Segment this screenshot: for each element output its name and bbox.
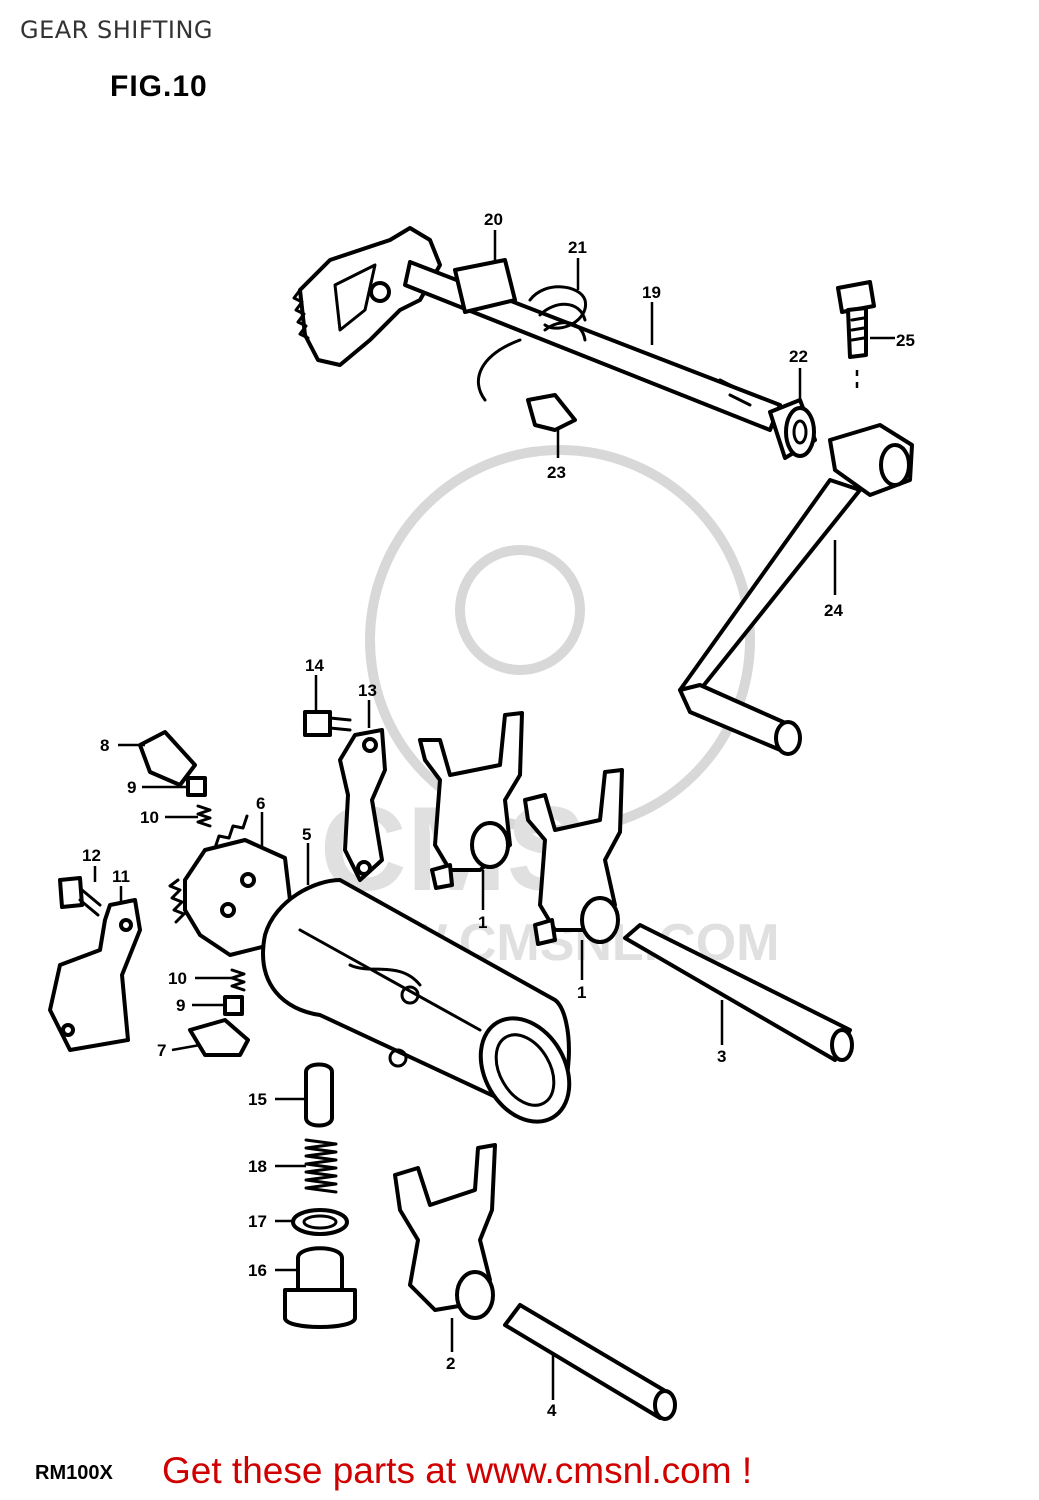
- pin-15: [304, 1062, 334, 1128]
- shift-lever-24: [678, 423, 914, 756]
- bush-20: [453, 258, 517, 314]
- model-code: RM100X: [35, 1462, 113, 1484]
- callout-12: 12: [82, 846, 101, 865]
- callout-2: 2: [446, 1354, 455, 1373]
- callout-15: 15: [248, 1090, 267, 1109]
- callout-11: 11: [112, 867, 130, 886]
- callout-1a: 1: [478, 913, 487, 932]
- stopper-8: [138, 730, 197, 787]
- page-title: GEAR SHIFTING: [20, 16, 214, 44]
- neutral-stack: [283, 1062, 357, 1329]
- fork-shaft-4: [503, 1303, 677, 1421]
- callout-6: 6: [256, 794, 265, 813]
- spring-10: [196, 804, 212, 828]
- shift-forks-1: [418, 711, 624, 946]
- gasket-17: [291, 1208, 349, 1236]
- bolt-25: [836, 280, 876, 392]
- callout-10a: 10: [140, 808, 159, 827]
- stopper-lower: [188, 968, 250, 1057]
- cmsnl-link[interactable]: Get these parts at www.cmsnl.com !: [162, 1450, 753, 1491]
- callout-3: 3: [717, 1047, 726, 1066]
- callout-8: 8: [100, 736, 109, 755]
- stopper-7: [188, 1018, 250, 1057]
- spring-18: [304, 1138, 338, 1194]
- bracket-11: [48, 876, 142, 1052]
- pin-9b: [223, 995, 244, 1016]
- watermark-face: [455, 545, 585, 675]
- callout-4: 4: [547, 1401, 557, 1420]
- shift-shaft-assembly: [292, 226, 782, 432]
- plug-16: [296, 1246, 344, 1292]
- callout-10b: 10: [168, 969, 187, 988]
- leader-lines: [93, 230, 895, 1400]
- fork-shaft-3: [623, 923, 854, 1062]
- figure-label: FIG.10: [110, 70, 208, 103]
- sector-cutout: [333, 263, 377, 332]
- callout-13: 13: [358, 681, 377, 700]
- sector-teeth: [292, 288, 310, 340]
- screw-14: [303, 710, 332, 737]
- spring-10b: [230, 968, 246, 992]
- oil-seal-22: [768, 398, 817, 460]
- callout-20: 20: [484, 210, 503, 229]
- callout-18: 18: [248, 1157, 267, 1176]
- watermark-circle: [365, 445, 755, 835]
- callout-1b: 1: [577, 983, 586, 1002]
- parts-diagram: CMS WWW.CMSNL.COM: [48, 210, 915, 1421]
- fork-2: [393, 1143, 497, 1320]
- callout-7: 7: [157, 1041, 166, 1060]
- callout-19: 19: [642, 283, 661, 302]
- screw-12: [58, 876, 84, 909]
- shaft-splines: [718, 378, 752, 407]
- callout-9b: 9: [176, 996, 185, 1015]
- callout-21: 21: [568, 238, 587, 257]
- bolt-23: [526, 393, 577, 432]
- plate-13: [303, 710, 387, 882]
- callout-14: 14: [305, 656, 324, 675]
- callout-labels: 20 21 19 22 23 25 24 14 13 8 9 10 6 5 12…: [82, 210, 915, 1420]
- callout-23: 23: [547, 463, 566, 482]
- spring-21: [476, 285, 587, 402]
- callout-17: 17: [248, 1212, 267, 1231]
- callout-9a: 9: [127, 778, 136, 797]
- callout-25: 25: [896, 331, 915, 350]
- callout-16: 16: [248, 1261, 267, 1280]
- sector-pin: [369, 281, 391, 303]
- stopper-upper: [138, 730, 212, 828]
- callout-5: 5: [302, 825, 311, 844]
- callout-22: 22: [789, 347, 808, 366]
- callout-24: 24: [824, 601, 843, 620]
- pin-9: [186, 776, 207, 797]
- shift-cam-5: [261, 878, 572, 1124]
